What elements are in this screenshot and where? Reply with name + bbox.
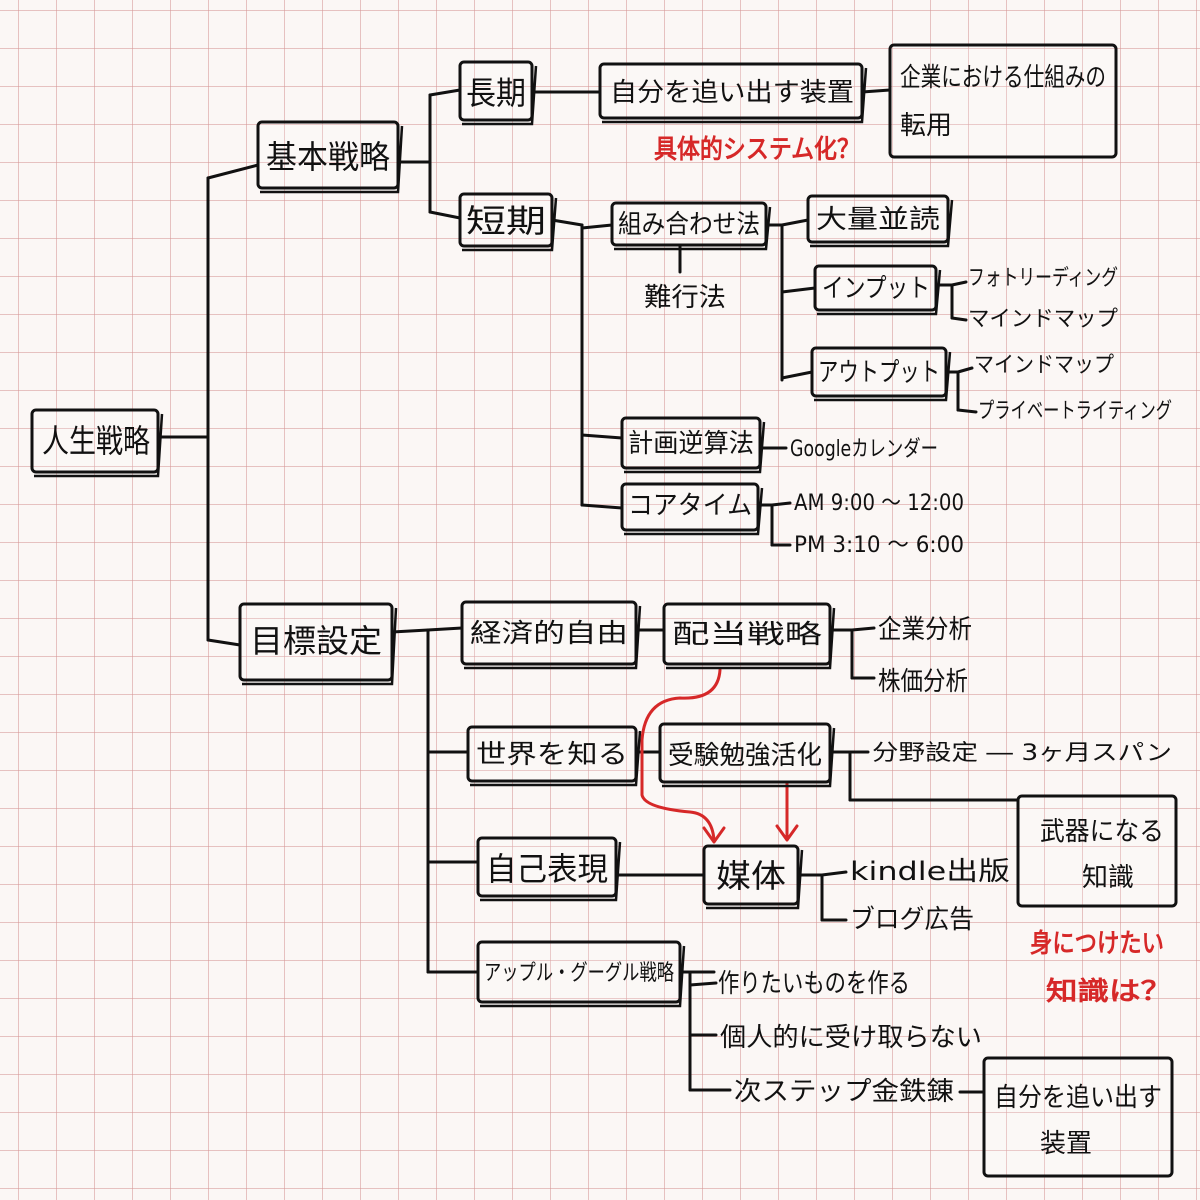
apple-google-node: アップル・グーグル戦略: [484, 961, 674, 986]
arrow-head-1: [702, 826, 726, 844]
long-term-box: [458, 60, 534, 122]
media-node: 媒体: [716, 857, 786, 895]
core-time-box: [620, 482, 760, 532]
core-time-node: コアタイム: [628, 491, 752, 521]
arrow-head-2: [775, 824, 799, 842]
parallel-reading-node: 大量並読: [816, 205, 940, 235]
make-wanted-node: 作りたいものを作る: [718, 969, 910, 999]
kindle-publishing-node: kindle出版: [850, 857, 1010, 887]
arrow-dividend-to-media: [640, 668, 722, 842]
short-term-node: 短期: [466, 202, 546, 240]
connector-lines: [156, 88, 1020, 1094]
short-term-box: [458, 192, 554, 248]
basic-strategy-box: [256, 120, 400, 190]
plan-method-box: [620, 416, 762, 470]
plan-method-node: 計画逆算法: [628, 429, 754, 459]
economic-freedom-node: 経済的自由: [470, 619, 628, 649]
self-device-2-box: [982, 1056, 1174, 1178]
know-world-node: 世界を知る: [476, 740, 628, 770]
know-world-box: [466, 725, 638, 783]
self-expression-box: [476, 836, 618, 898]
parallel-reading-box: [806, 194, 950, 244]
node-labels: 人生戦略 基本戦略 長期 自分を追い出す装置 企業における仕組みの 転用 具体的…: [42, 63, 1172, 1159]
long-term-node: 長期: [466, 74, 526, 112]
self-device-2-line1: 自分を追い出す: [994, 1083, 1162, 1113]
basic-strategy-node: 基本戦略: [266, 138, 390, 176]
blog-ads-node: ブログ広告: [850, 905, 974, 935]
self-device-box: [598, 62, 864, 120]
mindmap-2-node: マインドマップ: [974, 353, 1114, 378]
goal-setting-box: [238, 602, 394, 682]
corp-mechanism-line2: 転用: [900, 111, 952, 141]
goal-setting-node: 目標設定: [250, 622, 382, 660]
dividend-strategy-node: 配当戦略: [672, 620, 822, 650]
apple-google-box: [476, 940, 682, 1004]
weapon-knowledge-box: [1016, 794, 1178, 908]
knowledge-annotation: 身につけたい: [1030, 928, 1164, 959]
am-time-node: AM 9:00 〜 12:00: [794, 491, 964, 516]
combination-method-box: [610, 201, 768, 247]
difficult-method-node: 難行法: [644, 283, 726, 313]
corp-mechanism-line1: 企業における仕組みの: [900, 63, 1106, 93]
self-device-2-line2: 装置: [1040, 1129, 1092, 1159]
field-setting-node: 分野設定 ― 3ヶ月スパン: [872, 741, 1172, 766]
root-node-box: [30, 408, 160, 474]
economic-freedom-box: [460, 600, 638, 666]
private-writing-node: プライベートライティング: [978, 399, 1172, 424]
mindmap-1-node: マインドマップ: [968, 307, 1118, 332]
systematize-annotation: 具体的システム化？: [654, 134, 860, 165]
corp-mechanism-box: [888, 43, 1118, 159]
output-node: アウトプット: [818, 358, 940, 388]
combination-method-node: 組み合わせ法: [618, 210, 760, 240]
photoreading-node: フォトリーディング: [968, 266, 1118, 291]
media-box: [702, 844, 800, 906]
self-device-node: 自分を追い出す装置: [610, 78, 854, 108]
input-node: インプット: [822, 274, 930, 304]
google-calendar-node: Googleカレンダー: [790, 437, 938, 462]
self-expression-node: 自己表現: [486, 850, 608, 888]
weapon-knowledge-line1: 武器になる: [1040, 817, 1164, 847]
stock-price-analysis-node: 株価分析: [878, 667, 968, 697]
dividend-strategy-box: [662, 602, 832, 666]
personal-accept-node: 個人的に受け取らない: [720, 1023, 982, 1053]
exam-activity-box: [658, 722, 832, 784]
red-arrows: [640, 668, 799, 844]
knowledge-annotation-2: 知識は？: [1046, 977, 1172, 1007]
pm-time-node: PM 3:10 〜 6:00: [794, 533, 964, 558]
next-step-node: 次ステップ金鉄錬: [734, 1077, 954, 1107]
company-analysis-node: 企業分析: [878, 615, 972, 645]
node-boxes: [30, 43, 1178, 1178]
input-box: [813, 264, 938, 312]
output-box: [810, 346, 948, 398]
root-node: 人生戦略: [42, 422, 150, 460]
exam-activity-node: 受験勉強活化: [668, 741, 822, 771]
weapon-knowledge-line2: 知識: [1082, 863, 1134, 893]
